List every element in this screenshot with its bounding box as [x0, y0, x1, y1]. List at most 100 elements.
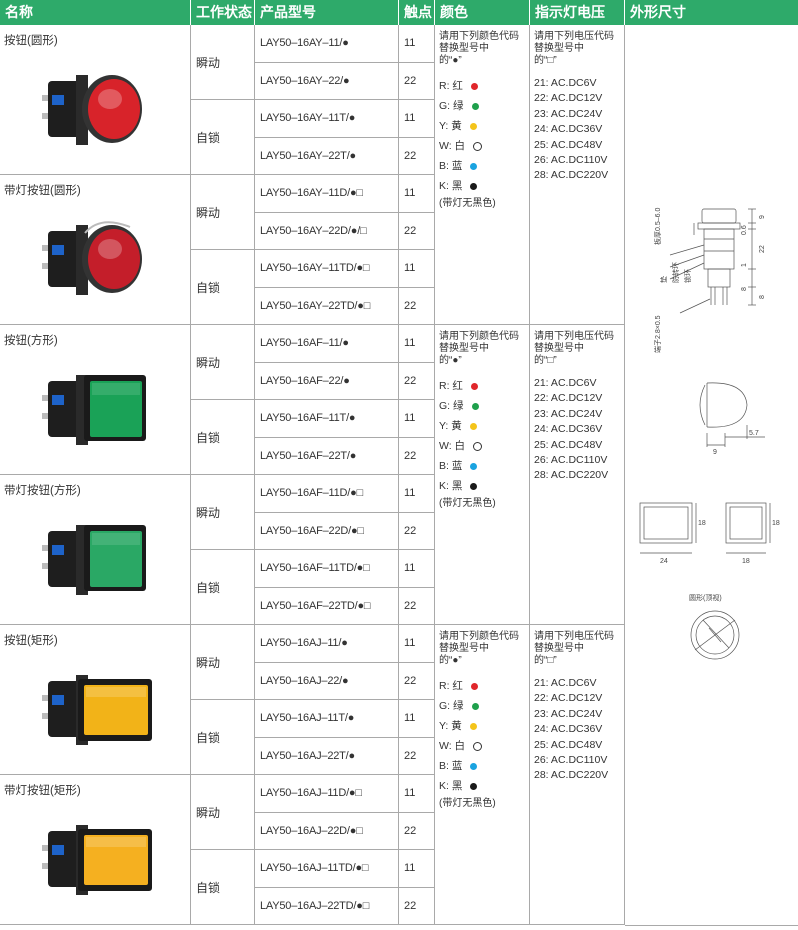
color-code-label: Y: 黄 [439, 420, 462, 432]
model-cell: LAY50–16AY–22D/●/□ [255, 212, 399, 250]
contact-count: 11 [404, 112, 416, 125]
color-code-label: B: 蓝 [439, 460, 463, 472]
contact-count: 22 [404, 599, 417, 612]
product-name: 带灯按钮(方形) [4, 485, 81, 497]
mode-label: 自锁 [196, 580, 221, 595]
mode-cell: 自锁 [191, 250, 255, 325]
voltage-intro-line: 请用下列电压代码 [534, 31, 614, 42]
header-contact: 触点 [399, 0, 435, 25]
color-swatch-icon [469, 122, 477, 130]
product-photo [42, 221, 142, 295]
color-option: Y: 黄 [439, 116, 525, 136]
color-swatch-icon [470, 382, 478, 390]
contact-cell: 22 [399, 512, 435, 550]
contact-cell: 11 [399, 25, 435, 63]
voltage-intro-line: 请用下列电压代码 [534, 331, 614, 342]
color-intro-line: 请用下列颜色代码 [439, 631, 519, 642]
voltage-option: 23: AC.DC24V [534, 107, 603, 120]
model-cell: LAY50–16AF–22D/●□ [255, 512, 399, 550]
model-number: LAY50–16AY–11D/●□ [260, 187, 363, 200]
color-swatch-icon [470, 782, 478, 790]
color-code-label: B: 蓝 [439, 160, 463, 172]
model-cell: LAY50–16AF–11D/●□ [255, 475, 399, 513]
model-number: LAY50–16AY–11TD/●□ [260, 262, 370, 275]
dim-v5: 8 [741, 287, 748, 291]
model-number: LAY50–16AY–22T/● [260, 149, 356, 162]
contact-cell: 22 [399, 62, 435, 100]
model-cell: LAY50–16AF–11T/● [255, 400, 399, 438]
contact-count: 11 [404, 262, 416, 275]
color-intro-line: 的“●” [439, 355, 462, 366]
product-name-cell: 按钮(圆形) [0, 25, 191, 175]
model-cell: LAY50–16AF–22TD/●□ [255, 587, 399, 625]
voltage-option: 28: AC.DC220V [534, 169, 609, 182]
voltage-intro-line: 替换型号中 [534, 343, 584, 354]
color-option: W: 白 [439, 136, 525, 156]
terminal-label: 端子2.8×0.5 [653, 315, 662, 353]
color-option: G: 绿 [439, 696, 525, 716]
model-cell: LAY50–16AJ–11T/● [255, 700, 399, 738]
color-intro-line: 替换型号中 [439, 643, 489, 654]
nut-label: 锁环 [683, 269, 692, 283]
mode-label: 瞬动 [196, 205, 221, 220]
mode-label: 自锁 [196, 280, 221, 295]
color-option: G: 绿 [439, 96, 525, 116]
profile-dim-w1: 5.7 [749, 430, 759, 437]
model-number: LAY50–16AJ–11/● [260, 637, 348, 650]
voltage-option: 25: AC.DC48V [534, 138, 603, 151]
model-number: LAY50–16AF–11TD/●□ [260, 562, 370, 575]
voltage-option: 24: AC.DC36V [534, 723, 603, 736]
model-number: LAY50–16AY–22TD/●□ [260, 299, 371, 312]
mode-cell: 自锁 [191, 550, 255, 625]
round-top-label: 圆形(顶视) [689, 593, 722, 602]
voltage-option: 25: AC.DC48V [534, 738, 603, 751]
voltage-option: 21: AC.DC6V [534, 377, 597, 389]
model-cell: LAY50–16AY–11D/●□ [255, 175, 399, 213]
model-number: LAY50–16AY–22D/●/□ [260, 224, 367, 237]
model-cell: LAY50–16AY–22TD/●□ [255, 287, 399, 325]
model-number: LAY50–16AF–11D/●□ [260, 487, 364, 500]
contact-cell: 11 [399, 625, 435, 663]
contact-cell: 22 [399, 587, 435, 625]
mode-cell: 瞬动 [191, 325, 255, 400]
contact-cell: 22 [399, 662, 435, 700]
contact-count: 22 [404, 524, 417, 537]
contact-cell: 11 [399, 325, 435, 363]
voltage-option: 23: AC.DC24V [534, 707, 603, 720]
model-number: LAY50–16AF–11T/● [260, 412, 356, 425]
contact-cell: 11 [399, 775, 435, 813]
model-cell: LAY50–16AJ–11TD/●□ [255, 850, 399, 888]
color-swatch-icon [469, 722, 477, 730]
contact-cell: 11 [399, 175, 435, 213]
contact-count: 22 [404, 224, 417, 237]
contact-count: 22 [404, 374, 417, 387]
color-swatch-icon [471, 402, 479, 410]
header-name: 名称 [0, 0, 191, 25]
product-name-cell: 带灯按钮(矩形) [0, 775, 191, 925]
model-cell: LAY50–16AF–11TD/●□ [255, 550, 399, 588]
color-option: B: 蓝 [439, 456, 525, 476]
model-cell: LAY50–16AY–11/● [255, 25, 399, 63]
product-name-cell: 带灯按钮(方形) [0, 475, 191, 625]
mode-cell: 瞬动 [191, 25, 255, 100]
color-intro-line: 替换型号中 [439, 343, 489, 354]
mode-label: 自锁 [196, 430, 221, 445]
contact-cell: 11 [399, 700, 435, 738]
color-swatch-icon [471, 702, 479, 710]
model-cell: LAY50–16AY–22T/● [255, 137, 399, 175]
mode-cell: 自锁 [191, 700, 255, 775]
product-photo [42, 375, 146, 445]
color-option: R: 红 [439, 676, 525, 696]
contact-count: 11 [404, 37, 416, 50]
color-option: R: 红 [439, 76, 525, 96]
voltage-option: 26: AC.DC110V [534, 154, 608, 167]
header-color: 颜色 [435, 0, 530, 25]
voltage-intro-line: 的“□” [534, 355, 557, 366]
model-cell: LAY50–16AY–11TD/●□ [255, 250, 399, 288]
dim-v3: 22 [759, 245, 766, 253]
contact-cell: 22 [399, 887, 435, 925]
model-number: LAY50–16AJ–22T/● [260, 749, 355, 762]
product-photo [42, 825, 152, 895]
dim-v4: 1 [741, 263, 748, 267]
